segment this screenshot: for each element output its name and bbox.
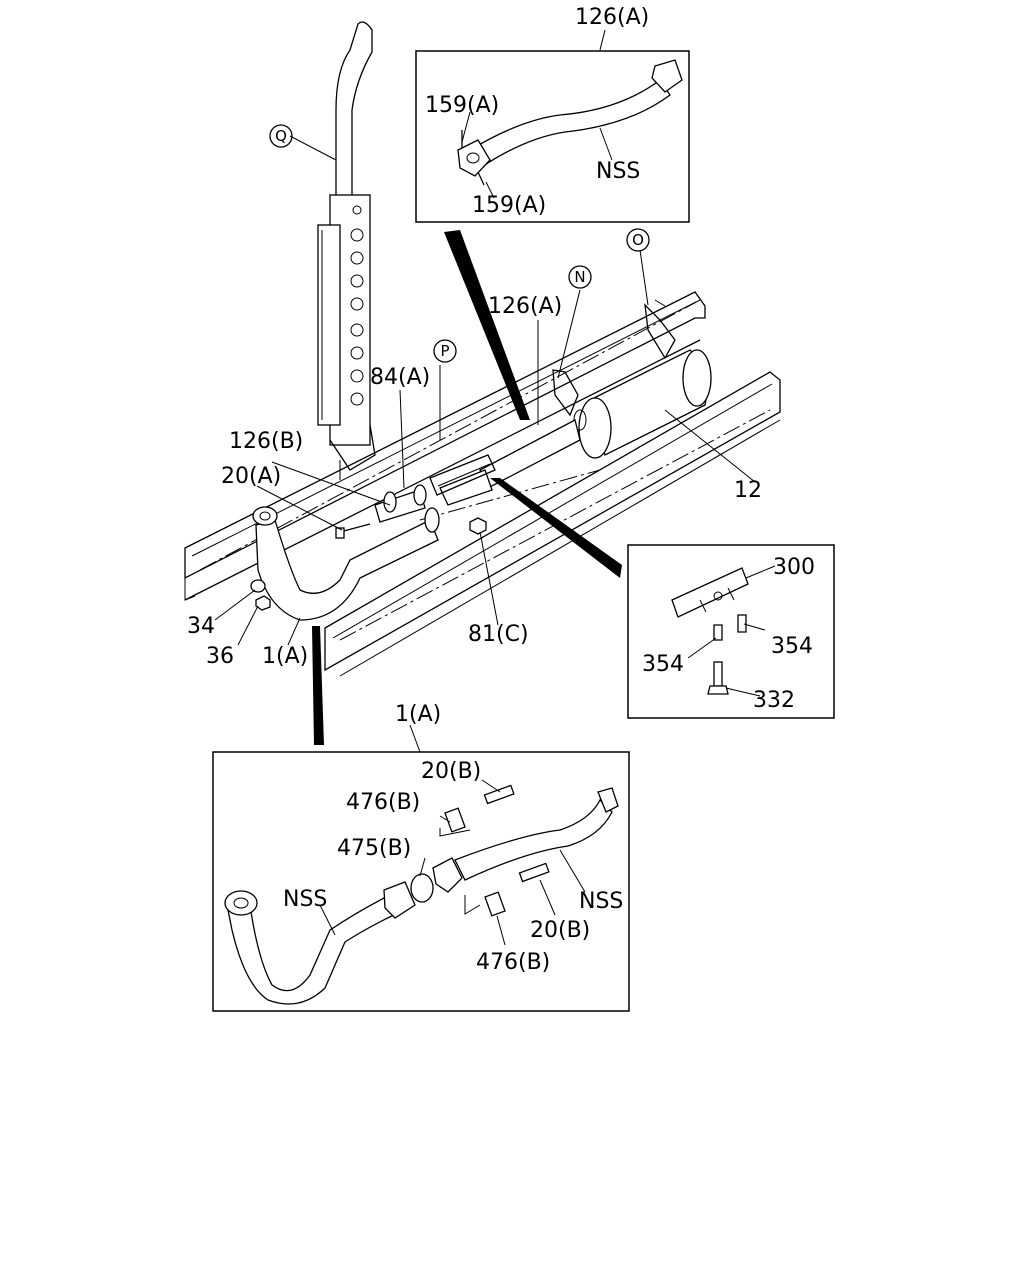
nut-81c-installed bbox=[469, 517, 487, 535]
label-81c: 81(C) bbox=[468, 622, 529, 647]
label-126b: 126(B) bbox=[229, 429, 303, 454]
frame-rail-lower bbox=[324, 371, 781, 677]
label-126a-mid: 126(A) bbox=[488, 294, 562, 319]
callout-n-text: N bbox=[574, 268, 585, 286]
label-159a-upper: 159(A) bbox=[425, 93, 499, 118]
label-20b-lower: 20(B) bbox=[530, 918, 590, 943]
callout-p: P bbox=[433, 339, 457, 363]
label-354-left: 354 bbox=[642, 652, 684, 677]
callout-o: O bbox=[626, 228, 650, 252]
label-36: 36 bbox=[206, 644, 234, 669]
label-34: 34 bbox=[187, 614, 215, 639]
muffler bbox=[573, 349, 712, 459]
label-1a: 1(A) bbox=[262, 644, 308, 669]
muffler-hanger-n bbox=[552, 369, 579, 417]
front-pipe-1a-installed bbox=[252, 506, 440, 621]
callout-q-text: Q bbox=[275, 127, 287, 145]
label-nss-right: NSS bbox=[579, 889, 623, 914]
callout-p-text: P bbox=[440, 342, 449, 360]
label-300: 300 bbox=[773, 555, 815, 580]
label-476b-upper: 476(B) bbox=[346, 790, 420, 815]
label-354-right: 354 bbox=[771, 634, 813, 659]
label-nss-top: NSS bbox=[596, 159, 640, 184]
label-332: 332 bbox=[753, 688, 795, 713]
label-20a: 20(A) bbox=[221, 464, 281, 489]
gasket-34-installed bbox=[250, 579, 266, 593]
pipe-126a-installed bbox=[439, 419, 581, 506]
callout-o-text: O bbox=[632, 231, 644, 249]
leader-lines bbox=[214, 29, 776, 946]
label-20b-upper: 20(B) bbox=[421, 759, 481, 784]
nut-36-installed bbox=[255, 595, 271, 611]
pipe-126b-installed bbox=[374, 484, 427, 523]
label-nss-left: NSS bbox=[283, 887, 327, 912]
callout-q: Q bbox=[269, 124, 293, 148]
label-159a-lower: 159(A) bbox=[472, 193, 546, 218]
bolt-20a-installed bbox=[335, 523, 371, 539]
detail-box-126a bbox=[415, 50, 690, 223]
label-476b-lower: 476(B) bbox=[476, 950, 550, 975]
heat-shield-300-installed bbox=[429, 454, 496, 496]
label-475b: 475(B) bbox=[337, 836, 411, 861]
callout-n: N bbox=[568, 265, 592, 289]
muffler-hanger-o bbox=[644, 299, 676, 360]
detail-pointer-wedges bbox=[312, 230, 622, 745]
label-12: 12 bbox=[734, 478, 762, 503]
label-1a-detail: 1(A) bbox=[395, 702, 441, 727]
label-84a: 84(A) bbox=[370, 365, 430, 390]
detail-box-1a bbox=[212, 751, 630, 1012]
label-126a-top: 126(A) bbox=[575, 5, 649, 30]
vertical-exhaust-stack bbox=[317, 21, 376, 480]
